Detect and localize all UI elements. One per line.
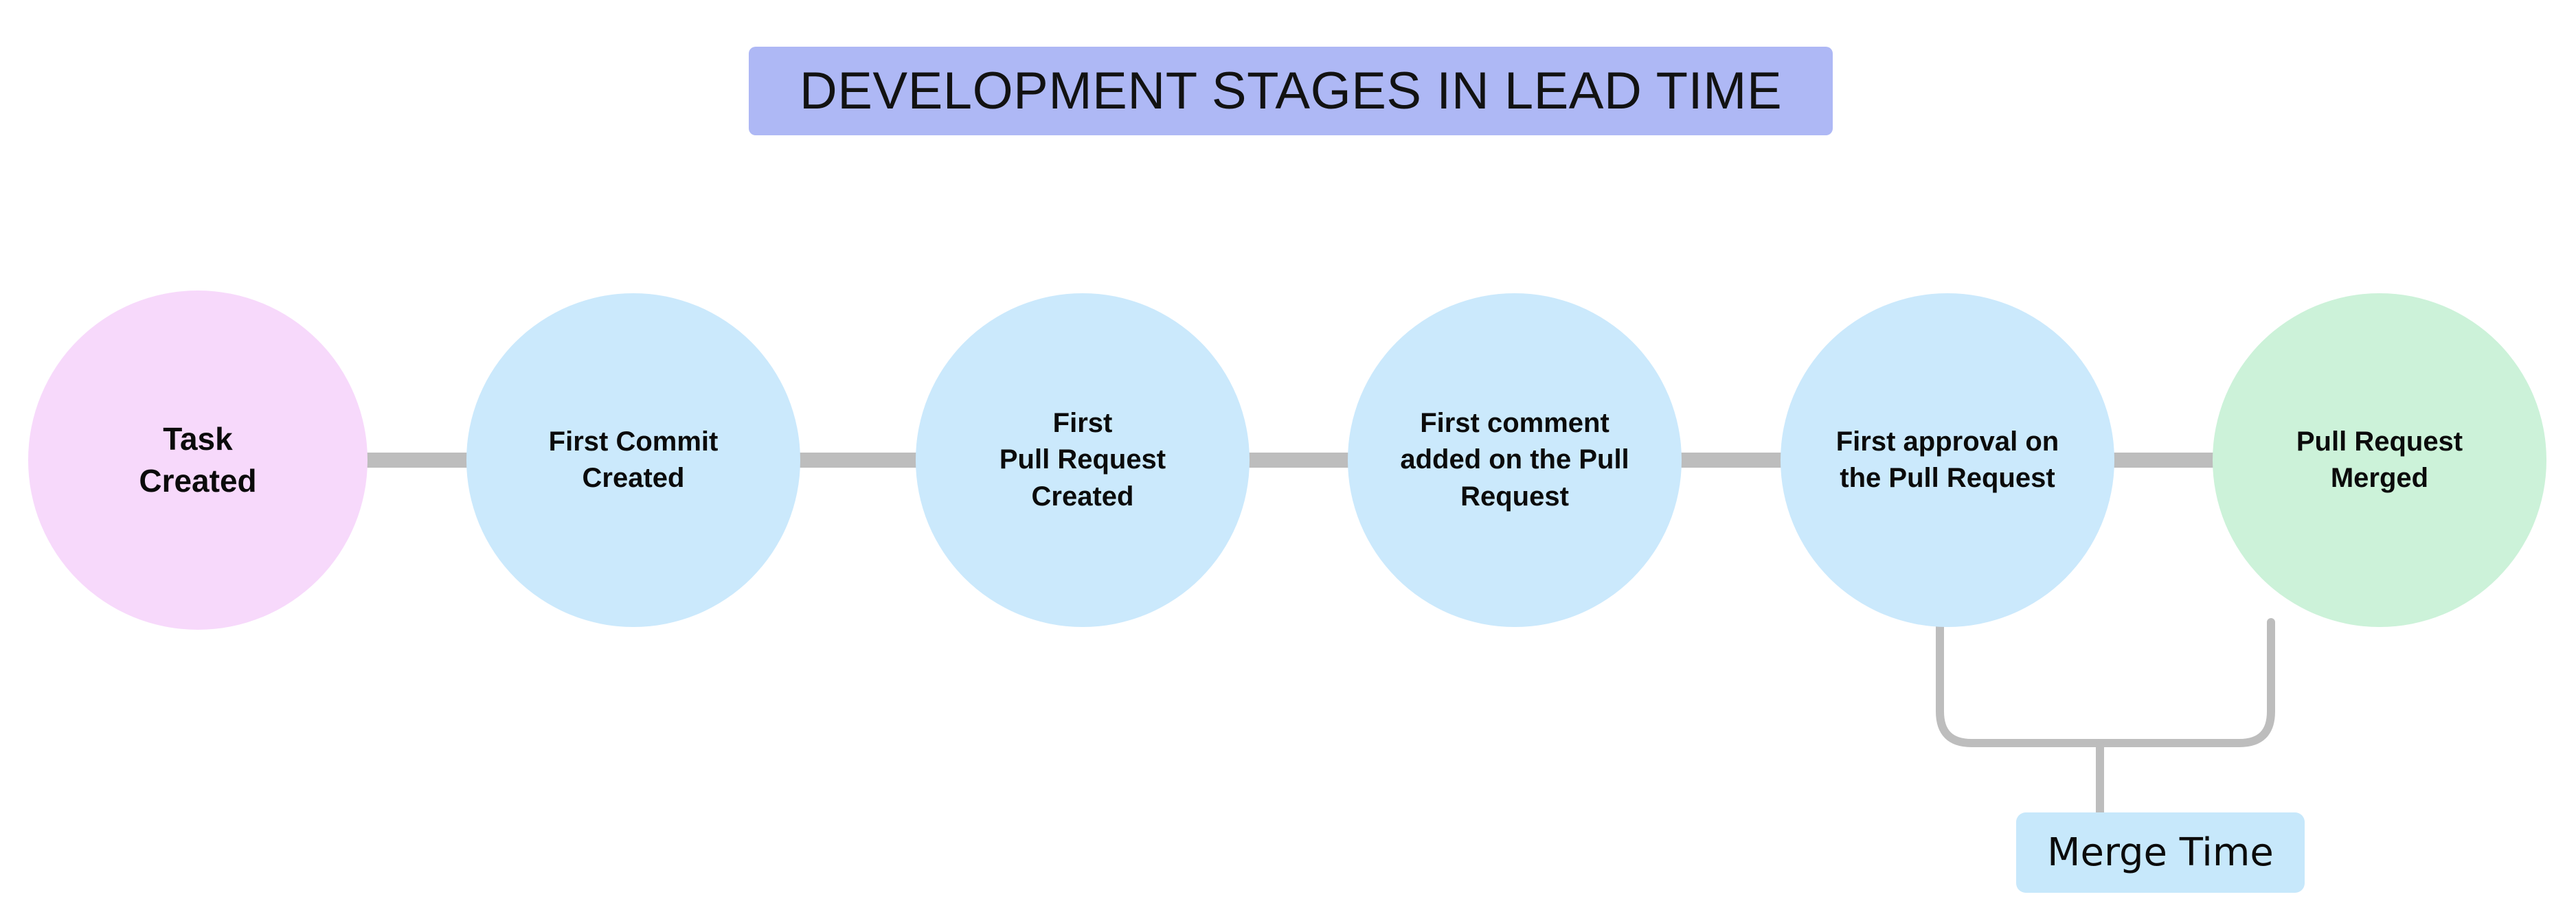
stage-label-first-commit-created: First Commit Created bbox=[548, 426, 719, 493]
stage-label-first-pull-request-created: First Pull Request Created bbox=[999, 408, 1166, 512]
stage-node-pull-request-merged[interactable]: Pull Request Merged bbox=[2213, 293, 2546, 627]
stage-label-first-comment-on-pull-request: First comment added on the Pull Request bbox=[1400, 408, 1629, 512]
stage-node-first-comment-on-pull-request[interactable]: First comment added on the Pull Request bbox=[1348, 293, 1682, 627]
stage-label-task-created: Task Created bbox=[139, 420, 257, 499]
merge-time-label: Merge Time bbox=[2047, 830, 2274, 875]
stage-node-first-commit-created[interactable]: First Commit Created bbox=[466, 293, 800, 627]
stage-node-first-pull-request-created[interactable]: First Pull Request Created bbox=[916, 293, 1250, 627]
diagram-title-banner: DEVELOPMENT STAGES IN LEAD TIME bbox=[749, 47, 1833, 135]
merge-time-bracket bbox=[1936, 618, 2275, 820]
stage-label-first-approval-on-pull-request: First approval on the Pull Request bbox=[1835, 426, 2059, 493]
page-title: DEVELOPMENT STAGES IN LEAD TIME bbox=[799, 61, 1783, 120]
stage-node-task-created[interactable]: Task Created bbox=[28, 290, 368, 630]
merge-time-callout[interactable]: Merge Time bbox=[2016, 812, 2305, 893]
stage-label-pull-request-merged: Pull Request Merged bbox=[2296, 426, 2463, 493]
merge-bracket-path bbox=[1936, 618, 2275, 747]
stage-node-first-approval-on-pull-request[interactable]: First approval on the Pull Request bbox=[1781, 293, 2114, 627]
